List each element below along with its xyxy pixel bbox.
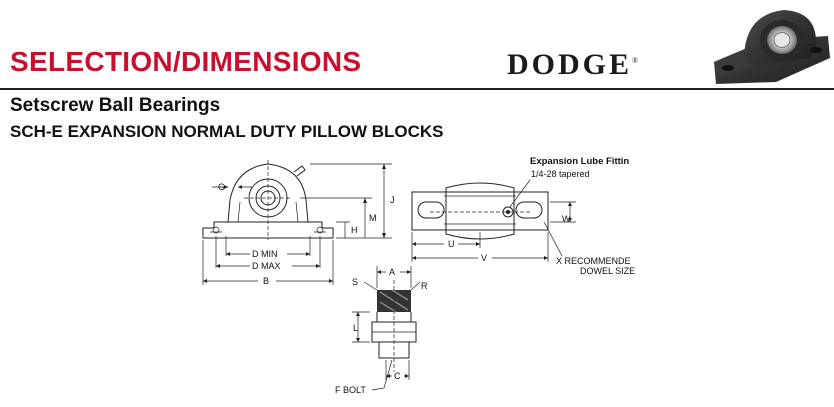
product-series-title: SCH-E EXPANSION NORMAL DUTY PILLOW BLOCK… bbox=[10, 122, 444, 141]
dim-label-u: U bbox=[448, 239, 455, 249]
product-category: Setscrew Ball Bearings bbox=[10, 95, 221, 116]
dim-label-r: R bbox=[421, 281, 428, 291]
lube-fitting-callout: Expansion Lube Fittin bbox=[530, 156, 629, 167]
top-view-drawing bbox=[411, 179, 576, 262]
dim-label-s: S bbox=[352, 277, 358, 287]
dim-label-a: A bbox=[389, 267, 395, 277]
front-view-drawing bbox=[202, 160, 392, 285]
dowel-note-line2: DOWEL SIZE bbox=[580, 266, 635, 276]
brand-name: DODGE bbox=[507, 48, 633, 81]
dim-label-h: H bbox=[351, 225, 358, 235]
dowel-note-line1: X RECOMMENDE bbox=[556, 256, 631, 266]
dim-label-g: G bbox=[218, 182, 225, 192]
dim-label-b: B bbox=[263, 276, 269, 286]
dim-label-j: J bbox=[390, 195, 395, 205]
pillow-block-photo bbox=[714, 10, 830, 84]
dim-label-c: C bbox=[394, 371, 401, 381]
dim-label-v: V bbox=[481, 253, 487, 263]
dim-label-d-max: D MAX bbox=[252, 261, 281, 271]
header-divider bbox=[0, 88, 834, 90]
dim-label-w: W bbox=[562, 214, 571, 224]
lube-fitting-thread-note: 1/4-28 tapered bbox=[531, 169, 590, 179]
dim-label-l: L bbox=[353, 323, 358, 333]
dodge-logo: DODGE® bbox=[507, 48, 638, 82]
registered-mark: ® bbox=[632, 56, 639, 65]
page-title: SELECTION/DIMENSIONS bbox=[10, 46, 362, 77]
dim-label-f-bolt: F BOLT bbox=[335, 385, 366, 395]
dim-label-d-min: D MIN bbox=[252, 249, 278, 259]
side-view-drawing bbox=[352, 266, 421, 391]
dim-label-m: M bbox=[369, 213, 377, 223]
